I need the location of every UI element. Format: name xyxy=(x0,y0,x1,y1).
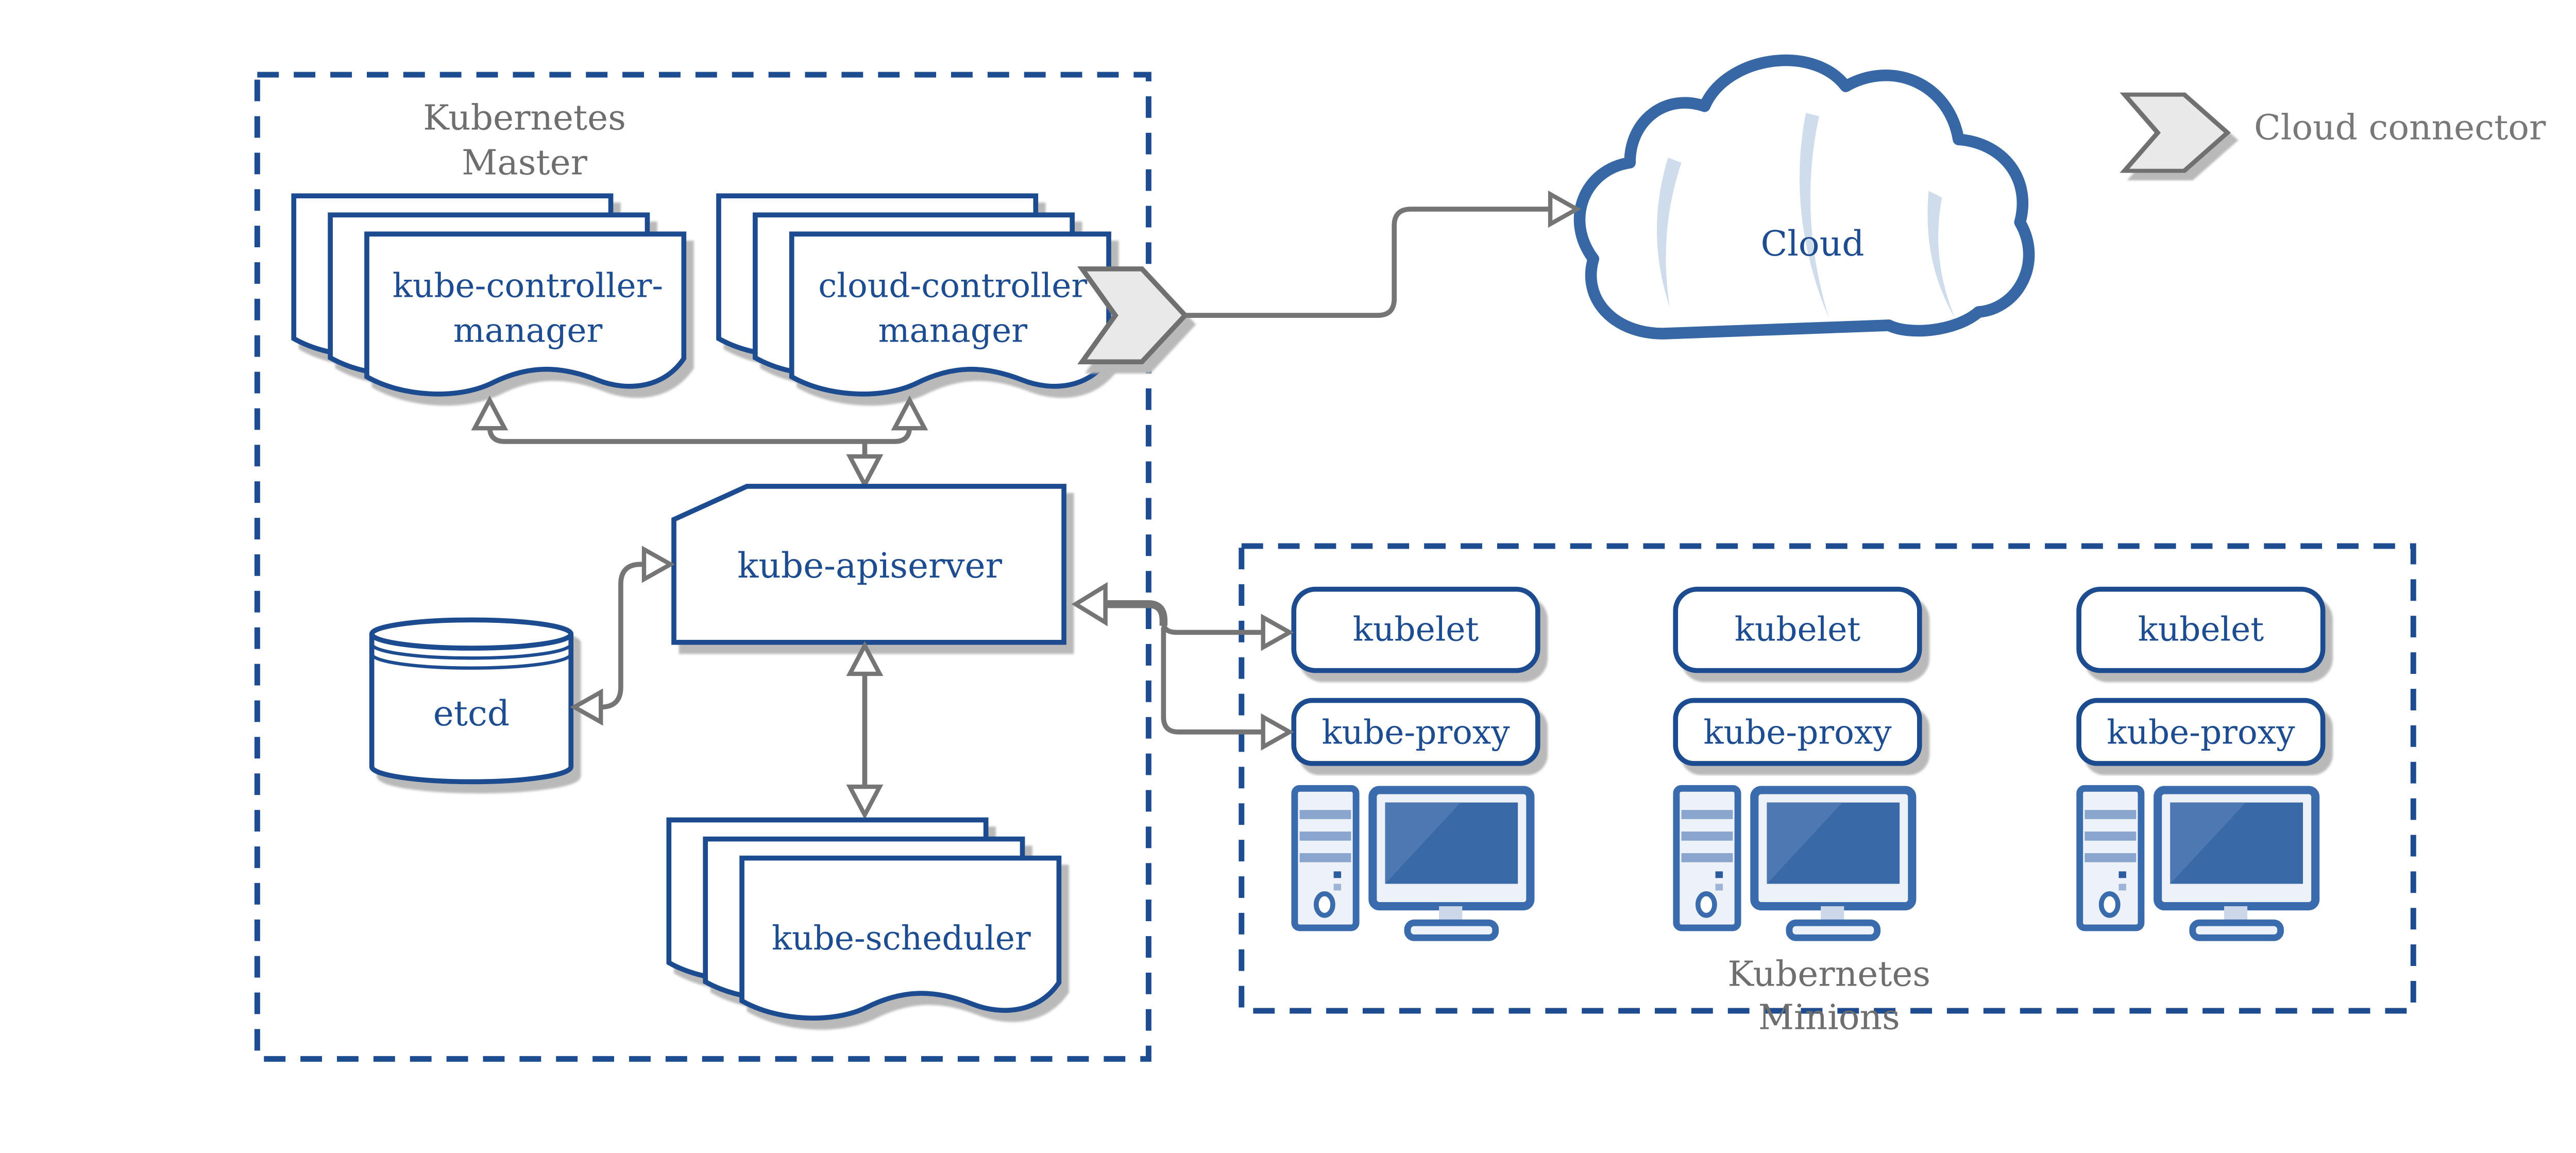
etcd-label: etcd xyxy=(433,693,510,734)
minions-title-line2: Minions xyxy=(1758,996,1900,1037)
arrow-cloud-connector-to-cloud xyxy=(1185,190,1582,318)
cloud-highlight xyxy=(1799,113,1829,319)
kube-scheduler-label: kube-scheduler xyxy=(772,919,1031,958)
etcd-disk-line xyxy=(370,653,573,670)
kube-scheduler-node: kube-scheduler xyxy=(669,820,1059,1018)
arrowhead-right-icon xyxy=(641,546,675,583)
master-title-line1: Kubernetes xyxy=(423,97,626,138)
kubelet-box xyxy=(1291,586,1540,673)
kubelet-label: kubelet xyxy=(1735,611,1861,649)
minion-node-3: kubelet kube-proxy xyxy=(2076,586,2326,938)
cloud-connector-icon xyxy=(2125,95,2228,171)
cloud-label: Cloud xyxy=(1761,223,1865,264)
kubelet-label: kubelet xyxy=(2138,611,2264,649)
arrowhead-right-icon xyxy=(1261,713,1294,751)
master-title-line2: Master xyxy=(462,142,588,182)
kubernetes-master-group: Kubernetes Master kube-controller- manag… xyxy=(254,72,1185,1062)
arrowhead-left-icon xyxy=(570,688,603,726)
kube-controller-manager-label-line2: manager xyxy=(453,312,603,350)
cloud-highlight xyxy=(1656,158,1682,308)
cloud-controller-manager-node: cloud-controller manager xyxy=(719,196,1185,394)
minions-dashed-border xyxy=(1239,543,2416,1014)
legend: Cloud connector xyxy=(2125,95,2546,171)
arrow-apiserver-scheduler xyxy=(846,641,884,820)
kubelet-label: kubelet xyxy=(1353,611,1479,649)
arrowhead-up-icon xyxy=(846,641,884,676)
minion-node-1: kubelet kube-proxy xyxy=(1291,586,1540,938)
minions-title-line1: Kubernetes xyxy=(1727,954,1930,994)
kube-proxy-label: kube-proxy xyxy=(1321,713,1510,752)
etcd-cylinder-icon xyxy=(369,617,574,785)
arrowhead-right-icon xyxy=(1548,190,1582,228)
arrowhead-up-icon xyxy=(891,395,928,431)
arrowhead-up-icon xyxy=(471,395,509,431)
arrowhead-down-icon xyxy=(846,454,884,489)
etcd-node: etcd xyxy=(369,617,574,785)
arrow-apiserver-to-minions xyxy=(1071,582,1294,751)
kube-controller-manager-label-line1: kube-controller- xyxy=(393,267,663,306)
minion-node-2: kubelet kube-proxy xyxy=(1673,586,1922,938)
kube-proxy-label: kube-proxy xyxy=(1703,713,1892,752)
computer-icon xyxy=(2080,788,2315,938)
cloud-highlight xyxy=(1927,191,1956,319)
cloud-controller-manager-label-line1: cloud-controller xyxy=(818,267,1087,306)
cloud-controller-manager-label-line2: manager xyxy=(878,312,1027,350)
etcd-disk-line xyxy=(370,643,573,660)
arrowhead-down-icon xyxy=(846,784,884,820)
arrow-apiserver-to-controllers xyxy=(471,395,928,489)
arrowhead-right-icon xyxy=(1261,614,1294,651)
kubernetes-architecture-diagram: Kubernetes Master kube-controller- manag… xyxy=(254,54,2547,1062)
kubelet-box xyxy=(1673,586,1922,673)
kube-proxy-box xyxy=(2076,698,2326,766)
kube-proxy-box xyxy=(1673,698,1922,766)
kubernetes-minions-group: kubelet kube-proxy kubelet kube-proxy ku… xyxy=(1239,543,2416,1037)
kube-apiserver-label: kube-apiserver xyxy=(737,545,1002,586)
arrow-etcd-apiserver xyxy=(570,546,675,726)
kube-proxy-label: kube-proxy xyxy=(2107,713,2295,752)
master-dashed-border xyxy=(254,72,1151,1062)
kubelet-box xyxy=(2076,586,2326,673)
cloud-group: Cloud xyxy=(1573,54,2035,340)
legend-cloud-connector-label: Cloud connector xyxy=(2254,107,2546,148)
arrowhead-left-icon xyxy=(1071,582,1108,626)
kube-apiserver-node: kube-apiserver xyxy=(671,484,1066,645)
computer-icon xyxy=(1676,788,1912,938)
computer-icon xyxy=(1295,788,1530,938)
apiserver-card-shape xyxy=(671,484,1066,645)
kube-controller-manager-node: kube-controller- manager xyxy=(294,196,684,394)
